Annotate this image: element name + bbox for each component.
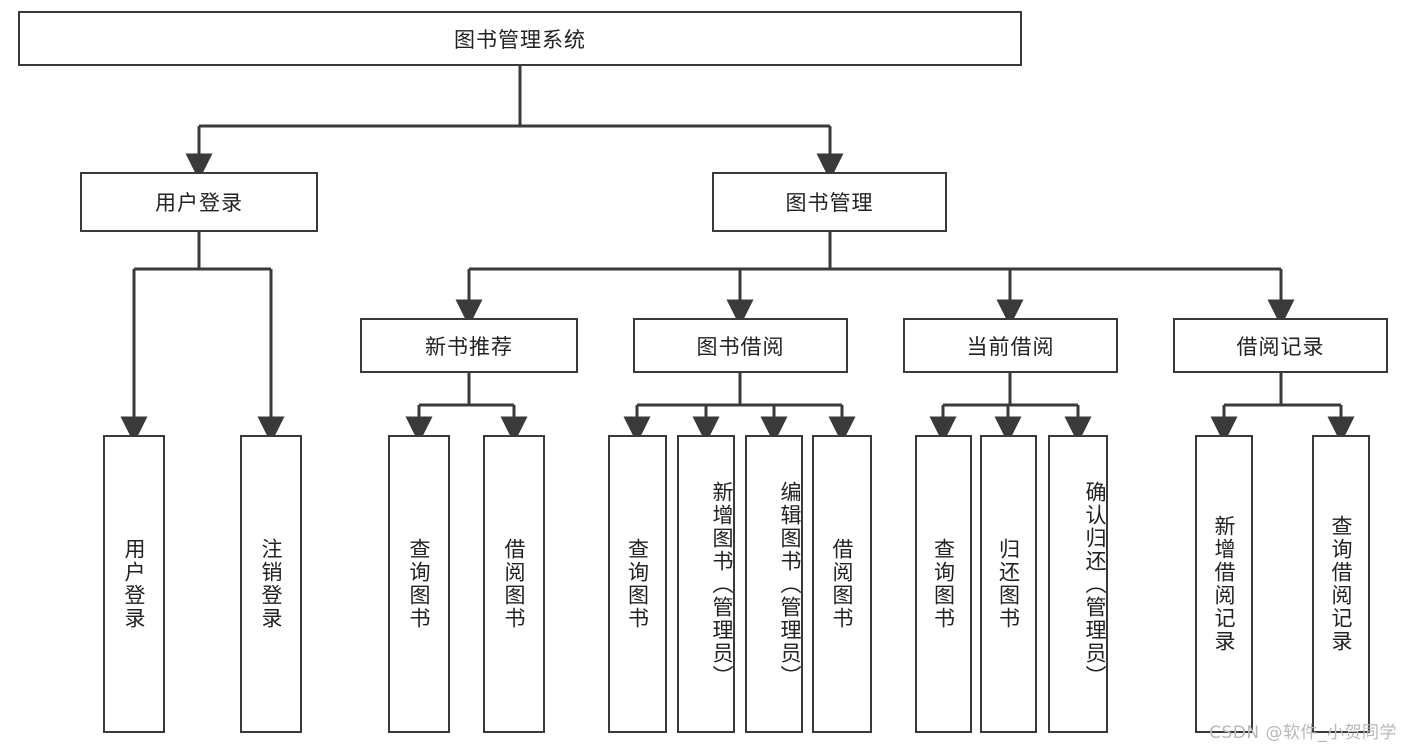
node-leaf-10[interactable]: 确认归还（管理员）: [1048, 435, 1108, 733]
node-leaf-2[interactable]: 查询图书: [388, 435, 450, 733]
node-leaf-7[interactable]: 借阅图书: [812, 435, 872, 733]
node-leaf-3[interactable]: 借阅图书: [483, 435, 545, 733]
node-level3-3[interactable]: 借阅记录: [1173, 318, 1388, 373]
csdn-watermark: CSDN @软件_小贺同学: [1209, 723, 1397, 743]
node-leaf-5[interactable]: 新增图书（管理员）: [677, 435, 735, 733]
node-leaf-8[interactable]: 查询图书: [915, 435, 972, 733]
node-level2-1[interactable]: 图书管理: [712, 172, 947, 232]
node-leaf-11[interactable]: 新增借阅记录: [1195, 435, 1253, 733]
node-leaf-6[interactable]: 编辑图书（管理员）: [745, 435, 803, 733]
node-level3-2[interactable]: 当前借阅: [903, 318, 1118, 373]
node-leaf-12[interactable]: 查询借阅记录: [1312, 435, 1370, 733]
node-root-system[interactable]: 图书管理系统: [18, 11, 1022, 66]
node-level3-0[interactable]: 新书推荐: [360, 318, 578, 373]
node-leaf-9[interactable]: 归还图书: [980, 435, 1037, 733]
node-leaf-4[interactable]: 查询图书: [608, 435, 667, 733]
node-leaf-0[interactable]: 用户登录: [103, 435, 165, 733]
node-leaf-1[interactable]: 注销登录: [240, 435, 302, 733]
node-level3-1[interactable]: 图书借阅: [633, 318, 848, 373]
node-level2-0[interactable]: 用户登录: [80, 172, 318, 232]
